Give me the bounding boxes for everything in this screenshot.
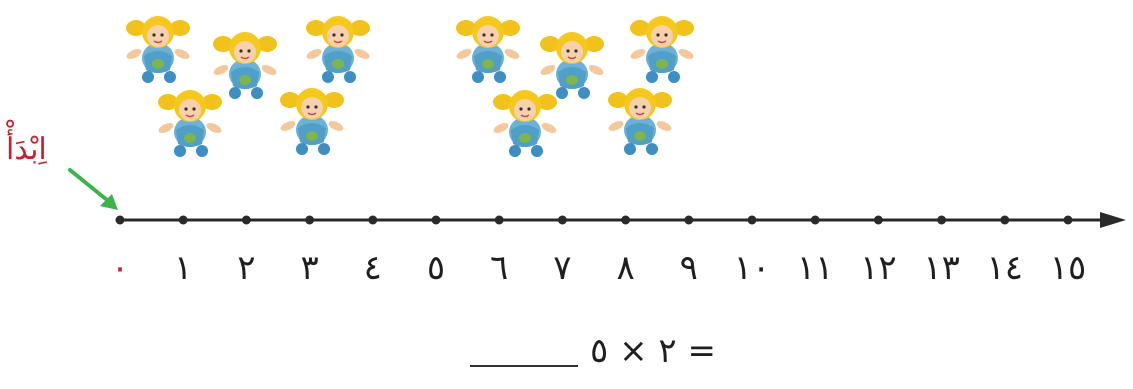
doll-icon <box>272 76 352 156</box>
number-line-label: ١٥ <box>1050 248 1087 288</box>
number-line-label: ١٠ <box>734 248 771 288</box>
number-line-label: ٩ <box>680 248 698 288</box>
number-line-point <box>116 216 125 225</box>
doll-icon <box>448 4 528 84</box>
doll-icon <box>150 78 230 158</box>
number-line-label: ١٤ <box>987 248 1024 288</box>
doll-icon <box>485 78 565 158</box>
number-line-point <box>621 216 630 225</box>
number-line-label: ١٣ <box>923 248 960 288</box>
number-line <box>0 200 1133 240</box>
answer-blank[interactable] <box>470 335 578 367</box>
dolls-illustration <box>0 0 1133 160</box>
doll-icon <box>600 76 680 156</box>
number-line-point <box>874 216 883 225</box>
doll-icon <box>622 4 702 84</box>
number-line-point <box>305 216 314 225</box>
equation: ٢ × ٥ = <box>470 326 810 376</box>
number-line-point <box>811 216 820 225</box>
number-line-point <box>558 216 567 225</box>
number-line-label: ٦ <box>490 248 508 288</box>
doll-icon <box>118 4 198 84</box>
equation-expression: ٢ × ٥ = <box>590 331 716 371</box>
number-line-point <box>1000 216 1009 225</box>
number-line-label: ٠ <box>111 248 129 288</box>
number-line-point <box>684 216 693 225</box>
number-line-label: ١٢ <box>860 248 897 288</box>
number-line-point <box>179 216 188 225</box>
number-line-label: ٤ <box>364 248 382 288</box>
number-line-label: ٨ <box>616 248 634 288</box>
number-line-point <box>368 216 377 225</box>
doll-icon <box>298 4 378 84</box>
number-line-point <box>495 216 504 225</box>
number-line-point <box>1064 216 1073 225</box>
number-line-point <box>937 216 946 225</box>
number-line-arrowhead <box>1100 212 1126 228</box>
number-line-label: ١١ <box>797 248 834 288</box>
number-line-label: ٥ <box>427 248 445 288</box>
number-line-point <box>748 216 757 225</box>
start-label: اِبْدَأْ <box>6 132 47 167</box>
number-line-label: ٢ <box>237 248 255 288</box>
number-line-label: ٧ <box>553 248 571 288</box>
number-line-label: ١ <box>174 248 192 288</box>
number-line-point <box>242 216 251 225</box>
number-line-label: ٣ <box>300 248 318 288</box>
number-line-point <box>432 216 441 225</box>
